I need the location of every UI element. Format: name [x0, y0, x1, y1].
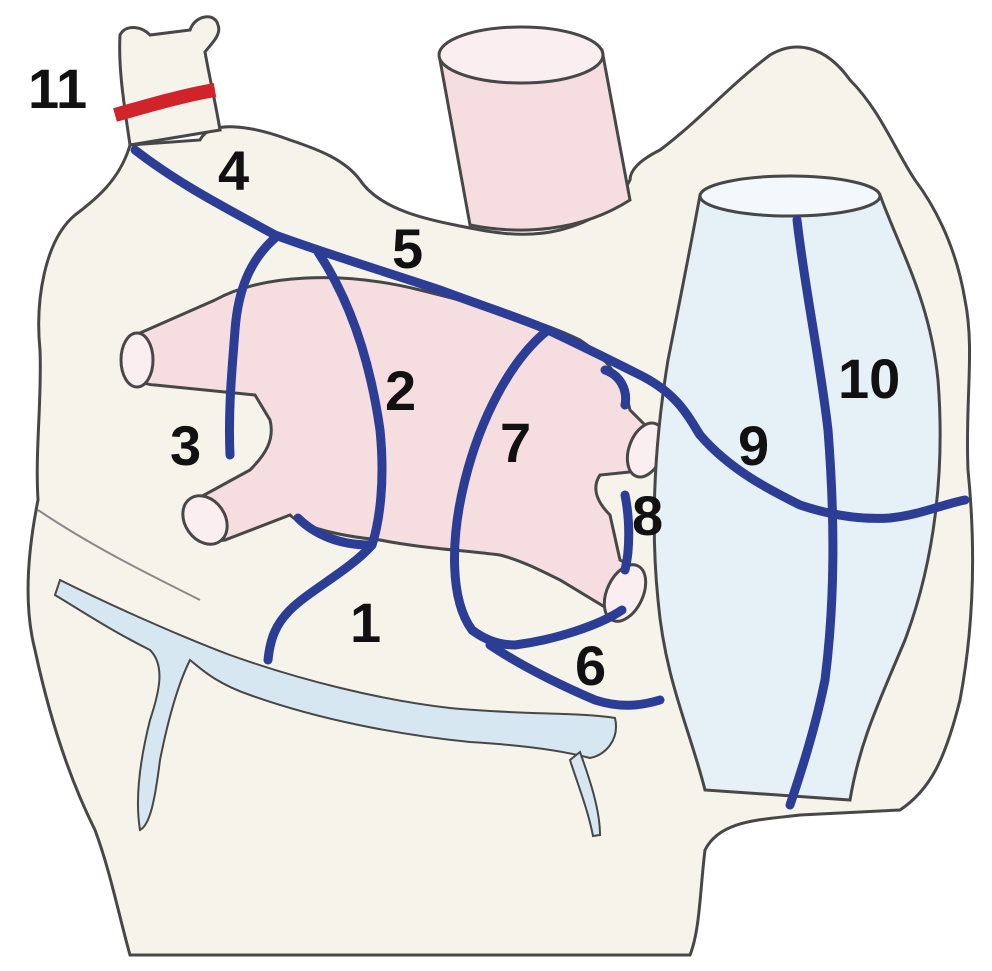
label-4: 4 [218, 139, 249, 202]
ablation-line-3 [224, 233, 280, 460]
pulmonary-vein-left-upper [119, 331, 155, 389]
label-3: 3 [170, 414, 201, 477]
label-8: 8 [632, 484, 663, 547]
ablation-line-8 [600, 365, 634, 575]
ablation-line-6 [485, 640, 665, 710]
ablation-line-2 [313, 247, 387, 550]
label-11: 11 [28, 57, 87, 120]
label-2: 2 [385, 359, 416, 422]
ablation-line-10 [785, 215, 838, 810]
vena-cava [652, 193, 942, 802]
label-10: 10 [838, 347, 900, 410]
aorta-opening [437, 25, 605, 85]
pulmonary-vein-left-lower [181, 494, 229, 546]
label-7: 7 [500, 411, 531, 474]
ablation-lines [130, 145, 970, 810]
ablation-line-9 [543, 325, 970, 523]
ablation-line-4-5 [130, 145, 553, 335]
label-5: 5 [392, 217, 423, 280]
coronary-vessel-branch [568, 750, 602, 838]
appendage-tip [118, 15, 222, 147]
label-6: 6 [575, 634, 606, 697]
ablation-line-1 [263, 540, 377, 665]
ablation-line-7 [450, 325, 627, 650]
label-9: 9 [738, 414, 769, 477]
chamber-seam [37, 509, 201, 601]
vena-cava-opening [698, 174, 882, 218]
ablation-line-3-lower [293, 513, 375, 550]
ligation-line-11 [113, 83, 217, 122]
coronary-vessel [53, 578, 617, 832]
aorta-tube [438, 48, 632, 232]
label-1: 1 [350, 591, 381, 654]
